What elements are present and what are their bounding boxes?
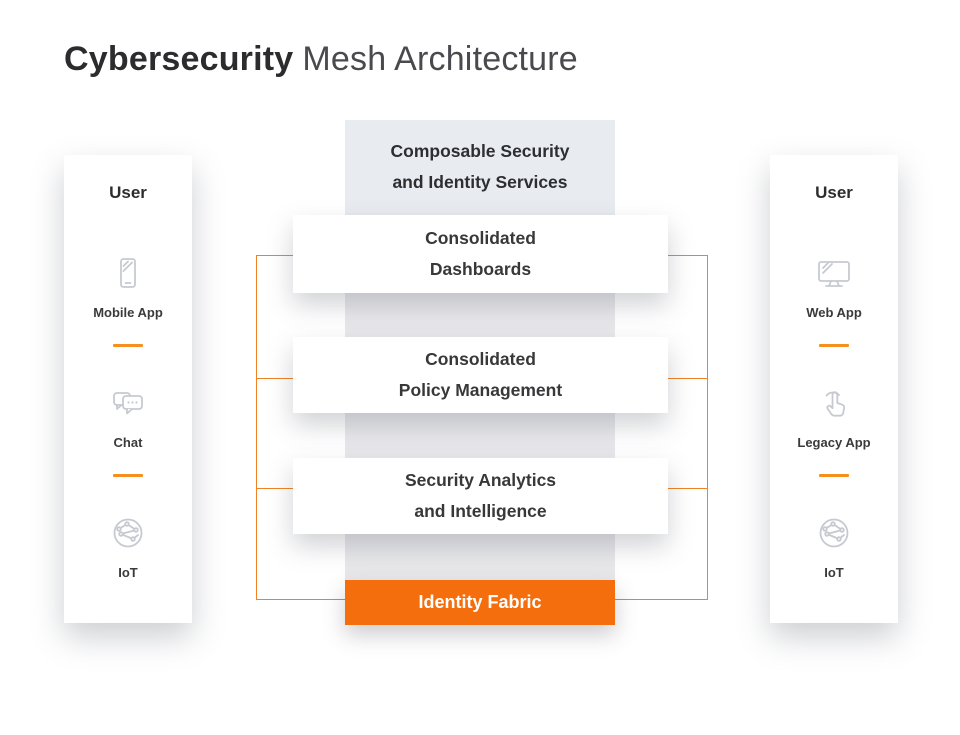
composable-services-box: Composable Security and Identity Service… <box>345 120 615 213</box>
composable-services-line2: and Identity Services <box>392 171 568 192</box>
composable-services-line1: Composable Security <box>390 140 570 161</box>
right-item-label-legacy: Legacy App <box>797 435 871 450</box>
layer2-line2: Policy Management <box>398 380 563 400</box>
page-title-regular: Mesh Architecture <box>302 40 578 78</box>
right-user-heading: User <box>815 183 853 202</box>
layer1-line1: Consolidated <box>425 228 536 248</box>
right-user-panel: User Web App Legacy App IoT <box>770 155 898 623</box>
identity-fabric-box: Identity Fabric <box>345 580 615 625</box>
layer-consolidated-dashboards: Consolidated Dashboards <box>293 215 668 293</box>
orange-divider <box>819 344 849 347</box>
tap-hand-icon <box>811 381 857 427</box>
right-item-label-iot: IoT <box>824 565 844 580</box>
left-user-heading: User <box>109 183 147 202</box>
orange-divider <box>113 344 143 347</box>
left-item-label-iot: IoT <box>118 565 138 580</box>
layer-policy-management: Consolidated Policy Management <box>293 337 668 413</box>
page-title-bold: Cybersecurity <box>64 40 294 78</box>
orange-divider <box>819 474 849 477</box>
iot-globe-icon <box>105 511 151 557</box>
chat-icon <box>105 381 151 427</box>
right-item-label-webapp: Web App <box>806 305 862 320</box>
iot-globe-icon <box>811 511 857 557</box>
left-item-label-chat: Chat <box>113 435 143 450</box>
identity-fabric-label: Identity Fabric <box>418 592 542 612</box>
mobile-icon <box>105 251 151 297</box>
left-user-panel: User Mobile App Chat <box>64 155 192 623</box>
layer3-line1: Security Analytics <box>404 470 557 490</box>
layer-security-analytics: Security Analytics and Intelligence <box>293 458 668 534</box>
mesh-frame <box>256 255 708 600</box>
layer1-line2: Dashboards <box>429 259 532 279</box>
layer2-line1: Consolidated <box>425 349 536 369</box>
orange-divider <box>113 474 143 477</box>
left-item-label-mobile: Mobile App <box>93 305 163 320</box>
monitor-icon <box>811 251 857 297</box>
layer3-line2: and Intelligence <box>414 501 547 521</box>
